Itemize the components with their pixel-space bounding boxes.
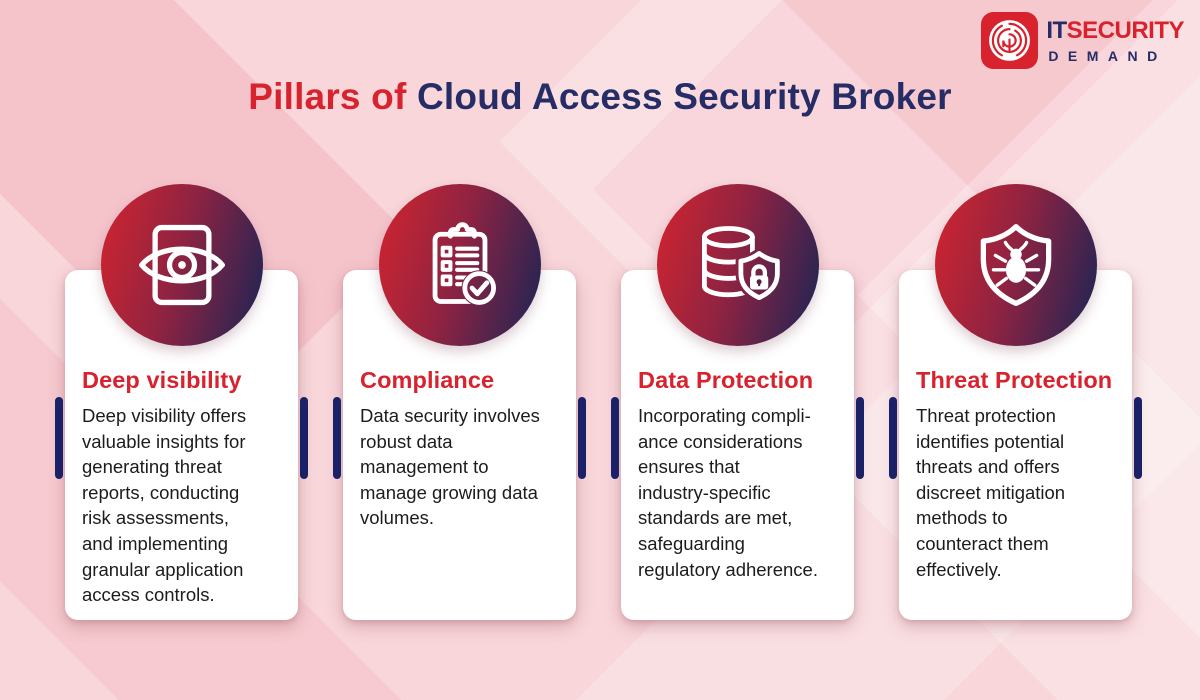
logo-demand-text: DEMAND [1048,47,1167,64]
pillar-cards-row: Deep visibility Deep visibility offers v… [55,184,1145,620]
card-title: Compliance [360,367,495,393]
card-description: Threat protection identifies potential t… [916,405,1066,580]
card-title: Deep visibility [82,367,242,393]
logo-wordmark: ITSECURITY [1046,16,1185,44]
connector-bar [333,397,341,479]
compliance-checklist-icon [378,184,541,346]
connector-bar [889,397,897,479]
pillar-card-compliance: Compliance Data security involves robust… [333,184,586,620]
shield-bug-icon [934,184,1097,346]
page-title-rest: Cloud Access Security Broker [417,76,952,117]
database-shield-lock-icon [656,184,819,346]
page-title-accent: Pillars of [248,76,407,117]
connector-bar [856,397,864,479]
connector-bar [55,397,63,479]
card-description: Incorporating compli- ance consideration… [638,405,818,580]
card-title: Data Protection [638,367,814,393]
fingerprint-icon [981,12,1039,69]
logo-it-text: IT [1046,16,1067,44]
card-description: Deep visibility offers valuable insights… [82,405,247,606]
connector-bar [1134,397,1142,479]
pillar-card-data-protection: Data Protection Incorporating compli- an… [611,184,864,620]
pillar-card-deep-visibility: Deep visibility Deep visibility offers v… [55,184,308,620]
connector-bar [578,397,586,479]
eye-visibility-icon [100,184,263,346]
connector-bar [611,397,619,479]
pillar-card-threat-protection: Threat Protection Threat protection iden… [889,184,1142,620]
logo-security-text: SECURITY [1066,16,1185,44]
page-title: Pillars of Cloud Access Security Broker [0,76,1200,118]
card-title: Threat Protection [916,367,1113,393]
card-description: Data security involves robust data manag… [360,405,540,529]
connector-bar [300,397,308,479]
itsecurity-demand-logo: ITSECURITY DEMAND [981,12,1185,69]
